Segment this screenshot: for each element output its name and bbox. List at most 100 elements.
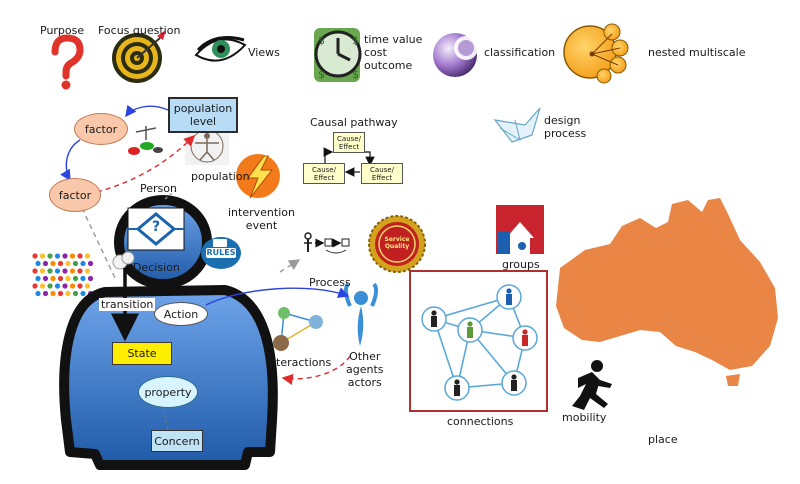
- paper-crane-icon: [493, 107, 541, 143]
- network-person-node: [444, 375, 470, 401]
- thought-cloud-icon: [112, 251, 135, 270]
- views-label: Views: [248, 46, 280, 59]
- process-label: Process: [309, 276, 351, 289]
- pattern-dot: [54, 268, 61, 274]
- causal-arrows: [323, 147, 375, 177]
- svg-text:$: $: [352, 34, 359, 47]
- connections-network: [409, 270, 548, 412]
- causal-pathway-label: Causal pathway: [310, 116, 398, 129]
- target-icon: [112, 30, 166, 83]
- pattern-dot: [54, 253, 61, 259]
- pattern-dot: [69, 283, 76, 289]
- pattern-dot: [84, 283, 91, 289]
- svg-text:$: $: [352, 68, 359, 81]
- factor-node-top[interactable]: factor: [74, 113, 128, 145]
- pattern-dot: [35, 260, 41, 267]
- pattern-dot: [72, 260, 79, 267]
- dot-pattern-image: [30, 251, 94, 299]
- groups-label: groups: [502, 258, 540, 271]
- focus-question-label: Focus question: [98, 24, 181, 37]
- population-level-node[interactable]: population level: [168, 97, 238, 133]
- australia-map: [556, 198, 778, 386]
- pattern-dot: [84, 268, 91, 274]
- pattern-dot: [42, 260, 49, 267]
- agents-actors-icon: [343, 282, 379, 346]
- pattern-dot: [69, 268, 76, 274]
- pattern-dot: [39, 268, 46, 274]
- pattern-dot: [87, 260, 94, 267]
- question-mark-icon: [51, 34, 84, 90]
- pattern-dot: [50, 275, 56, 282]
- concern-node[interactable]: Concern: [151, 430, 203, 452]
- cause-effect-top[interactable]: Cause/ Effect: [333, 132, 365, 153]
- population-label: population: [191, 170, 250, 183]
- pattern-dot: [77, 253, 83, 259]
- cause-effect-right[interactable]: Cause/ Effect: [361, 163, 403, 184]
- process-flow-icon: [304, 232, 350, 254]
- groups-building-icon: [496, 205, 544, 254]
- pattern-dot: [32, 283, 38, 289]
- connections-label: connections: [447, 415, 514, 428]
- action-node[interactable]: Action: [154, 302, 208, 326]
- classification-spheres-icon: [433, 33, 478, 77]
- decision-label: Decision: [133, 261, 180, 274]
- pattern-dot: [32, 268, 38, 274]
- time-value-cost-label: time value cost outcome: [364, 33, 423, 72]
- pattern-dot: [42, 290, 49, 297]
- svg-text:$: $: [318, 68, 325, 81]
- factor-node-bottom[interactable]: factor: [49, 178, 101, 212]
- pattern-dot: [69, 253, 76, 259]
- eye-icon: [194, 36, 247, 62]
- rules-badge-text: RULES: [206, 248, 236, 257]
- network-person-node: [421, 306, 447, 332]
- pattern-dot: [77, 268, 83, 274]
- other-agents-actors-label: Other agents actors: [346, 350, 384, 389]
- pattern-dot: [35, 275, 41, 282]
- nested-multiscale-label: nested multiscale: [648, 46, 746, 59]
- transition-label: transition: [99, 298, 156, 311]
- design-process-label: design process: [544, 114, 587, 140]
- cause-effect-left[interactable]: Cause/ Effect: [303, 163, 345, 184]
- property-node[interactable]: property: [138, 376, 198, 408]
- decision-question-mark: ?: [151, 219, 161, 235]
- concept-arrows: [60, 104, 351, 431]
- pattern-dot: [47, 283, 53, 289]
- pattern-dot: [50, 260, 56, 267]
- network-person-node: [512, 325, 538, 351]
- network-person-node: [496, 284, 522, 310]
- pattern-dot: [62, 253, 68, 259]
- balance-scale-icon: [128, 126, 163, 155]
- pattern-dot: [65, 275, 71, 282]
- pattern-dot: [80, 260, 86, 267]
- pattern-dot: [57, 275, 64, 282]
- interactions-label: interactions: [266, 356, 332, 369]
- pattern-dot: [35, 290, 41, 297]
- person-label: Person: [140, 182, 177, 195]
- runner-icon: [572, 360, 612, 410]
- pattern-dot: [47, 268, 53, 274]
- pattern-dot: [39, 253, 46, 259]
- lightning-bolt-icon: [236, 154, 280, 199]
- pattern-dot: [72, 275, 79, 282]
- nested-circles-icon: [563, 23, 629, 84]
- svg-text:$: $: [318, 34, 325, 47]
- pattern-dot: [62, 283, 68, 289]
- pattern-dot: [57, 260, 64, 267]
- person-silhouette: [59, 195, 278, 470]
- pattern-dot: [47, 253, 53, 259]
- rules-badge-icon: [201, 237, 241, 269]
- pattern-dot: [50, 290, 56, 297]
- pattern-dot: [54, 283, 61, 289]
- pattern-dot: [80, 275, 86, 282]
- pattern-dot: [72, 290, 79, 297]
- money-clock-icon: $ $ $ $: [314, 28, 362, 82]
- pattern-dot: [80, 290, 86, 297]
- interactions-network-icon: [273, 307, 323, 351]
- classification-label: classification: [484, 46, 556, 59]
- place-label: place: [648, 433, 678, 446]
- mobility-label: mobility: [562, 411, 607, 424]
- state-node[interactable]: State: [112, 342, 172, 365]
- network-person-node: [457, 317, 483, 343]
- pattern-dot: [42, 275, 49, 282]
